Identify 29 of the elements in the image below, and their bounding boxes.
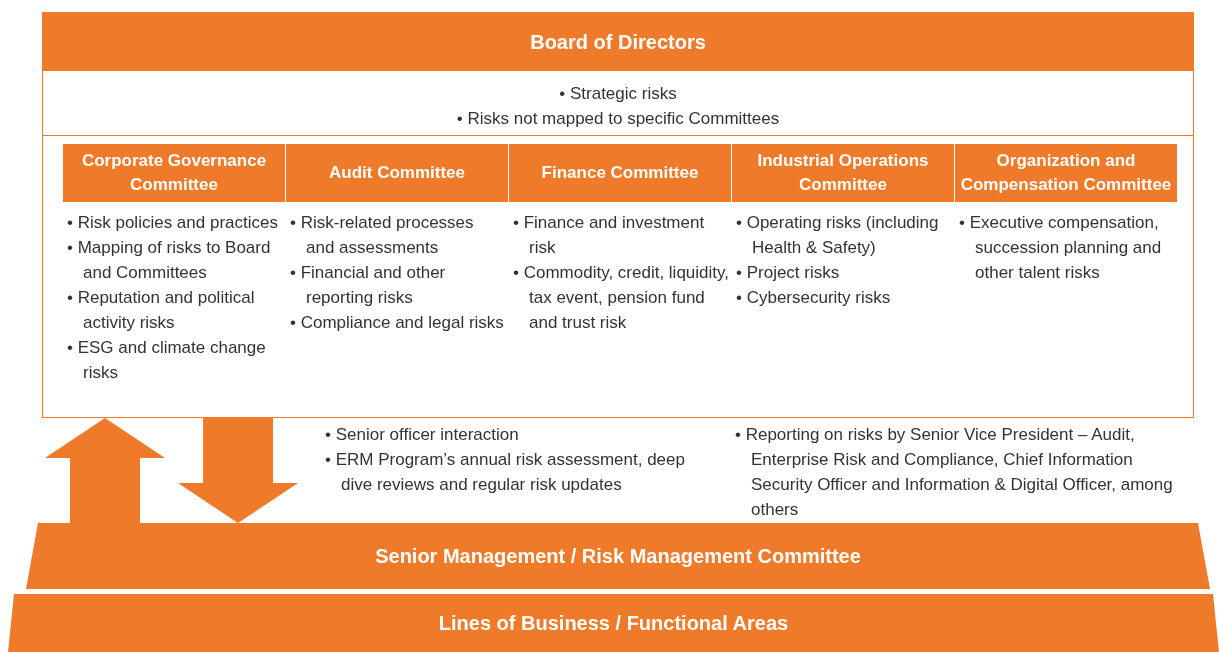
bullet-item: • Strategic risks — [558, 83, 678, 105]
block-arrow — [178, 418, 298, 523]
board-panel — [42, 12, 1194, 418]
bullet-item: • Executive compensation, succession planning and other talent risks — [959, 212, 1163, 284]
bullet-note: • ERM Program’s annual risk assessment, deep dive reviews and regular risk updates — [325, 449, 686, 496]
bullet-item: • Operating risks (including Health & Safety) — [736, 212, 940, 259]
bullet-item: • Project risks — [736, 262, 841, 284]
committee-header: Audit Committee — [286, 144, 508, 202]
bullet-item: • Cybersecurity risks — [736, 287, 892, 309]
bullet-note: • Senior officer interaction — [325, 424, 520, 446]
bullet-item: • Commodity, credit, liquidity, tax event, pension fund and trust risk — [513, 262, 729, 334]
bullet-note: • Reporting on risks by Senior Vice President – Audit, Enterprise Risk and Compliance, Chief Information Security Officer and Information & Digital Officer, among others — [735, 424, 1174, 521]
bullet-item: • Risks not mapped to specific Committees — [455, 108, 781, 130]
bullet-item: • Financial and other reporting risks — [290, 262, 447, 309]
committee-header: Industrial Operations Committee — [732, 144, 954, 202]
committee-header: Finance Committee — [509, 144, 731, 202]
panel-header: Board of Directors — [43, 13, 1193, 71]
bullet-item: • Finance and investment risk — [513, 212, 706, 259]
bullet-item: • Risk policies and practices — [67, 212, 279, 234]
committee-header: Corporate Governance Committee — [63, 144, 285, 202]
block-arrow — [45, 418, 165, 523]
band-title: Senior Management / Risk Management Committee — [375, 544, 861, 568]
bullet-item: • ESG and climate change risks — [67, 337, 267, 384]
bullet-item: • Mapping of risks to Board and Committees — [67, 237, 272, 284]
committee-header: Organization and Compensation Committee — [955, 144, 1177, 202]
bullet-item: • Risk-related processes and assessments — [290, 212, 475, 259]
band-title: Lines of Business / Functional Areas — [438, 611, 789, 635]
bullet-item: • Compliance and legal risks — [290, 312, 505, 334]
bullet-item: • Reputation and political activity risks — [67, 287, 256, 334]
